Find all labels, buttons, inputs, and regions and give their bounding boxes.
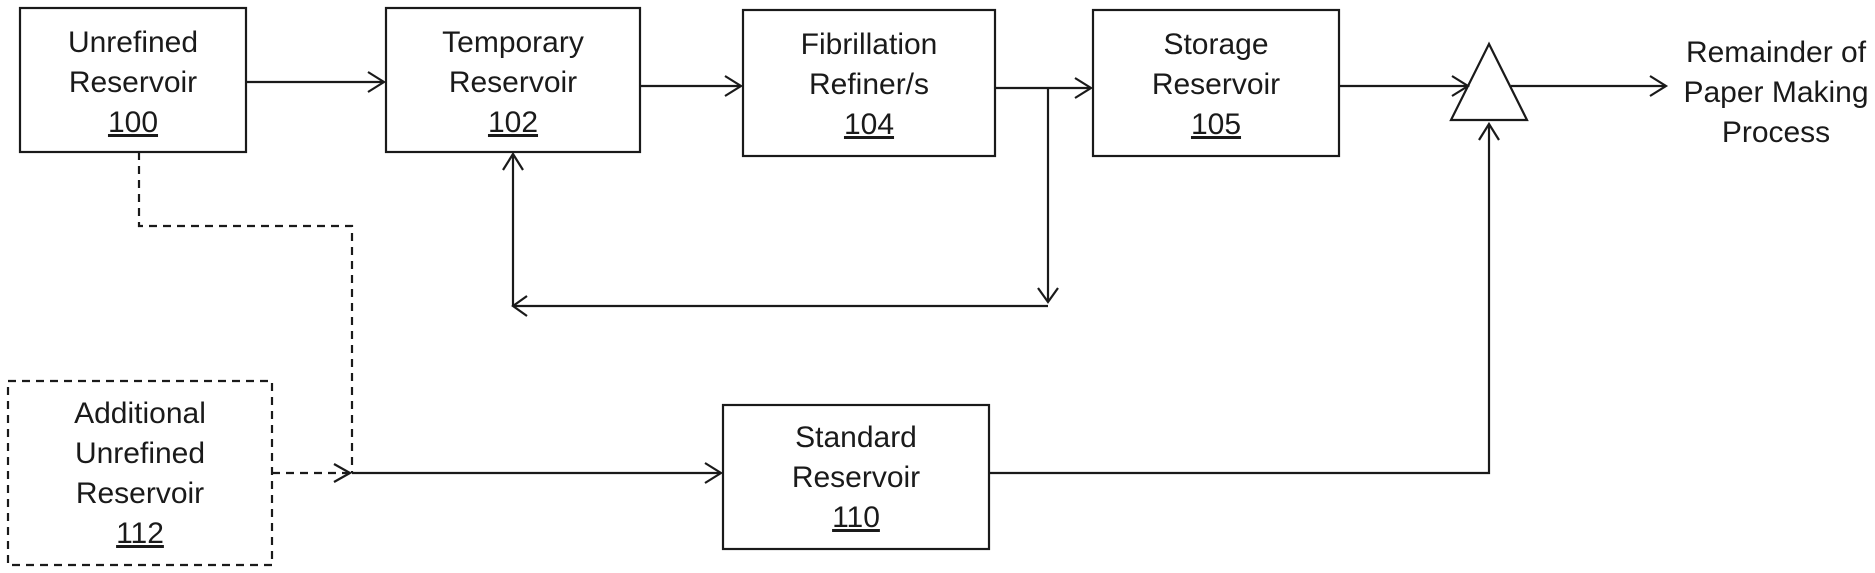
standard-reservoir-label-line2: Reservoir	[792, 461, 920, 494]
fibrillation-refiner-ref: 104	[844, 108, 894, 141]
arrow-unrefined-to-temporary	[246, 72, 384, 92]
arrow-temporary-to-fibrillation	[640, 76, 741, 96]
output-label-line2: Paper Making	[1683, 76, 1868, 109]
fibrillation-refiner-box: Fibrillation Refiner/s 104	[743, 10, 995, 156]
standard-reservoir-ref: 110	[832, 501, 880, 534]
storage-reservoir-box: Storage Reservoir 105	[1093, 10, 1339, 156]
arrow-merge-to-standard	[352, 463, 721, 483]
arrow-junction-to-output	[1511, 76, 1666, 96]
temporary-reservoir-box: Temporary Reservoir 102	[386, 8, 640, 152]
arrow-additional-to-merge	[272, 464, 350, 482]
unrefined-reservoir-label-line2: Reservoir	[69, 66, 197, 99]
arrow-standard-to-junction	[989, 124, 1499, 473]
arrow-fibrillation-to-storage	[995, 78, 1091, 98]
output-label: Remainder of Paper Making Process	[1683, 36, 1868, 149]
additional-reservoir-label-line2: Unrefined	[75, 437, 205, 470]
temporary-reservoir-ref: 102	[488, 106, 538, 139]
temporary-reservoir-label-line1: Temporary	[442, 26, 584, 59]
additional-reservoir-label-line1: Additional	[74, 397, 206, 430]
arrow-storage-to-junction	[1339, 76, 1468, 96]
unrefined-reservoir-ref: 100	[108, 106, 158, 139]
unrefined-reservoir-label-line1: Unrefined	[68, 26, 198, 59]
standard-reservoir-box: Standard Reservoir 110	[723, 405, 989, 549]
storage-reservoir-label-line2: Reservoir	[1152, 68, 1280, 101]
output-label-line1: Remainder of	[1686, 36, 1867, 69]
fibrillation-refiner-label-line1: Fibrillation	[801, 28, 938, 61]
storage-reservoir-ref: 105	[1191, 108, 1241, 141]
additional-unrefined-reservoir-box: Additional Unrefined Reservoir 112	[8, 381, 272, 565]
unrefined-reservoir-box: Unrefined Reservoir 100	[20, 8, 246, 152]
fibrillation-refiner-label-line2: Refiner/s	[809, 68, 929, 101]
temporary-reservoir-label-line2: Reservoir	[449, 66, 577, 99]
standard-reservoir-label-line1: Standard	[795, 421, 917, 454]
additional-reservoir-ref: 112	[116, 517, 164, 550]
additional-reservoir-label-line3: Reservoir	[76, 477, 204, 510]
storage-reservoir-label-line1: Storage	[1163, 28, 1268, 61]
output-label-line3: Process	[1722, 116, 1830, 149]
